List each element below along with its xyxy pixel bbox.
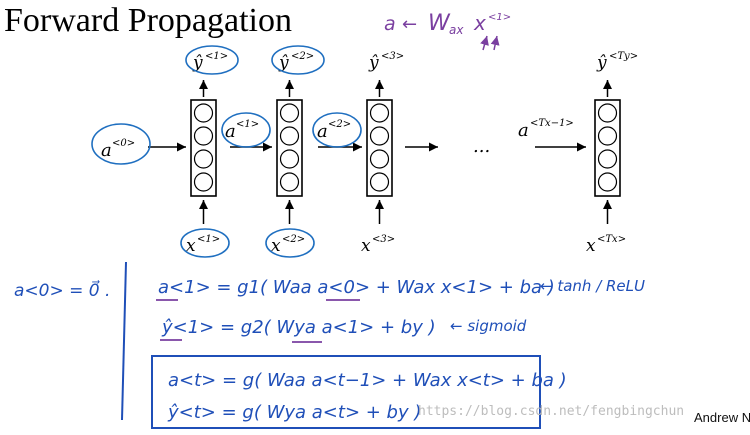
author-name: Andrew N <box>694 410 750 425</box>
rnn-cell-4 <box>594 99 621 197</box>
x-4: x <box>586 236 596 256</box>
y-hat-3-sup: <3> <box>381 51 404 62</box>
input-labels: x <1> x <2> x <3> x <Tx> <box>186 234 626 256</box>
handwritten-equations: a<0> = 0⃗ . a<1> = g1( Waa a<0> + Wax x<… <box>14 261 645 423</box>
x-3: x <box>361 236 371 256</box>
a-1: a <box>225 121 236 142</box>
equation-4: ŷ<t> = g( Wya a<t> + by ) <box>167 402 421 423</box>
highlight-circles <box>91 45 362 258</box>
x-4-sup: <Tx> <box>597 234 626 245</box>
x-3-sup: <3> <box>372 234 395 245</box>
top-note: a ← W ax x <1> <box>384 11 511 51</box>
x-1-sup: <1> <box>197 234 220 245</box>
rnn-cell-3 <box>366 99 393 197</box>
x-1: x <box>186 236 196 256</box>
slide-title: Forward Propagation <box>4 2 293 39</box>
x-2-sup: <2> <box>282 234 305 245</box>
top-note-lhs: a <box>384 13 396 35</box>
y-hat-1-sup: <1> <box>205 51 228 62</box>
top-note-x-sup: <1> <box>488 12 511 23</box>
a-tx-1-sup: <Tx−1> <box>530 118 574 129</box>
equation-1-note: ← tanh / ReLU <box>540 277 645 295</box>
equation-2-note: ← sigmoid <box>450 317 527 335</box>
y-hat-1: ŷ <box>192 53 203 73</box>
top-note-w: W <box>428 11 451 36</box>
a-1-sup: <1> <box>236 119 259 130</box>
top-note-arrow: ← <box>402 14 417 35</box>
a-2-sup: <2> <box>328 119 351 130</box>
a-2: a <box>317 121 328 142</box>
init-equation: a<0> = 0⃗ . <box>14 279 110 301</box>
output-labels: ŷ <1> ŷ <2> ŷ <3> ŷ <Ty> <box>192 51 638 73</box>
y-hat-2: ŷ <box>278 53 289 73</box>
ellipsis: ... <box>473 136 490 157</box>
y-hat-4: ŷ <box>596 53 607 73</box>
x-2: x <box>271 236 281 256</box>
equation-annotations <box>151 299 541 429</box>
equation-3: a<t> = g( Waa a<t−1> + Wax x<t> + ba ) <box>168 370 567 391</box>
a-0: a <box>101 140 112 161</box>
top-note-w-sub: ax <box>449 23 464 37</box>
equation-2: ŷ<1> = g2( Wya a<1> + by ) <box>161 317 436 338</box>
vertical-arrows <box>199 80 612 224</box>
rnn-cell-1 <box>190 99 217 197</box>
a-0-sup: <0> <box>112 138 135 149</box>
rnn-cell-2 <box>276 99 303 197</box>
equation-1: a<1> = g1( Waa a<0> + Wax x<1> + ba ) <box>158 277 555 298</box>
activation-labels: a <0> a <1> a <2> a <Tx−1> ... <box>101 118 574 161</box>
y-hat-2-sup: <2> <box>291 51 314 62</box>
y-hat-3: ŷ <box>368 53 379 73</box>
a-tx-1: a <box>518 120 529 141</box>
y-hat-4-sup: <Ty> <box>609 51 638 62</box>
top-note-x: x <box>473 11 486 35</box>
watermark: https://blog.csdn.net/fengbingchun <box>418 404 685 419</box>
